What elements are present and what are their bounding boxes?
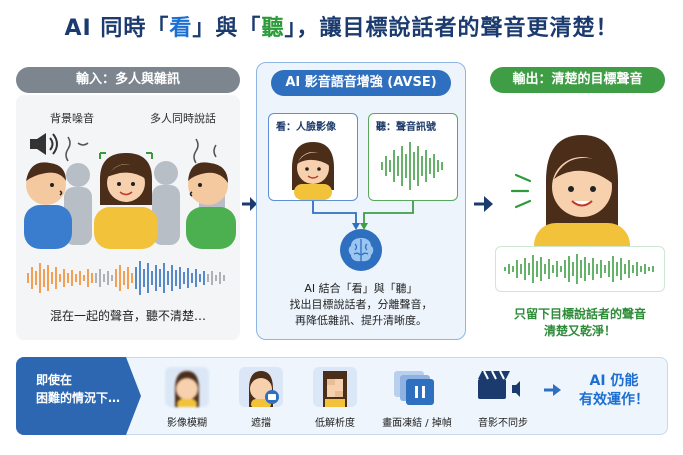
av-sync-icon <box>476 367 520 407</box>
item-frozen-label: 畫面凍結 / 掉幀 <box>382 418 452 429</box>
lead-line-1: 即使在 <box>36 373 73 387</box>
noise-squiggle-icon <box>65 136 217 164</box>
ai-still-works-text: AI 仍能 有效運作！ <box>565 372 663 410</box>
ai-desc-line-3: 再降低雜訊、提升清晰度。 <box>295 314 427 327</box>
input-scene <box>24 133 236 295</box>
face-image-icon <box>292 142 334 200</box>
low-resolution-icon <box>313 367 357 407</box>
left-speaker-avatar <box>24 162 72 249</box>
item-blurry-label: 影像模糊 <box>167 418 207 429</box>
blurry-image-icon <box>165 367 209 407</box>
audio-signal-waveform <box>381 142 443 190</box>
arrow-right-icon <box>474 196 493 212</box>
item-occlusion-label: 遮擋 <box>251 418 271 429</box>
merge-connectors <box>312 201 414 230</box>
frozen-frames-icon <box>392 367 436 407</box>
occluded-face-icon <box>239 367 283 407</box>
item-low-res-label: 低解析度 <box>315 418 355 429</box>
input-caption: 混在一起的聲音，聽不清楚… <box>49 309 206 323</box>
target-speaker-avatar <box>94 152 158 249</box>
ai-panel <box>256 62 466 340</box>
ai-description: AI 結合「看」與「聽」 找出目標說話者，分離聲音， 再降低雜訊、提升清晰度。 <box>256 281 466 329</box>
title-part-2: 」與「 <box>192 16 262 41</box>
page-title: AI 同時「看」與「聽」，讓目標說話者的聲音更清楚！ <box>0 10 683 42</box>
title-hear: 聽 <box>261 16 285 41</box>
output-caption: 只留下目標說話者的聲音 清楚又乾淨！ <box>480 306 680 340</box>
input-header: 輸入：多人與雜訊 <box>16 67 240 93</box>
arrow-right-icon <box>544 384 561 396</box>
result-line-2: 有效運作！ <box>579 392 649 408</box>
arrow-right-icon <box>242 197 257 211</box>
difficult-conditions-tag: 即使在 困難的情況下… <box>16 357 141 435</box>
result-line-1: AI 仍能 <box>589 373 639 389</box>
ai-header: AI 影音語音增強 (AVSE) <box>271 70 451 96</box>
hear-label: 聽：聲音訊號 <box>376 122 436 133</box>
sound-emission-icon <box>510 173 532 209</box>
noise-label: 背景噪音 <box>50 112 94 125</box>
clean-waveform <box>504 254 654 284</box>
speaker-icon <box>30 133 58 155</box>
title-see: 看 <box>169 16 193 41</box>
ai-desc-line-1: AI 結合「看」與「聽」 <box>304 282 418 295</box>
hear-signal-box <box>368 113 458 201</box>
mixed-waveform <box>27 261 225 295</box>
output-header: 輸出：清楚的目標聲音 <box>490 67 665 93</box>
right-speaker-avatar <box>186 162 236 249</box>
ai-desc-line-2: 找出目標說話者，分離聲音， <box>289 298 433 311</box>
see-label: 看：人臉影像 <box>276 122 336 133</box>
lead-line-2: 困難的情況下… <box>36 391 121 405</box>
item-av-sync-label: 音影不同步 <box>478 418 528 429</box>
multi-speaker-label: 多人同時說話 <box>150 112 216 125</box>
title-part-1: AI 同時「 <box>64 16 170 41</box>
title-part-3: 」，讓目標說話者的聲音更清楚！ <box>284 16 619 41</box>
output-caption-line-1: 只留下目標說話者的聲音 <box>513 307 646 321</box>
brain-icon <box>340 229 382 271</box>
output-caption-line-2: 清楚又乾淨！ <box>543 324 616 338</box>
